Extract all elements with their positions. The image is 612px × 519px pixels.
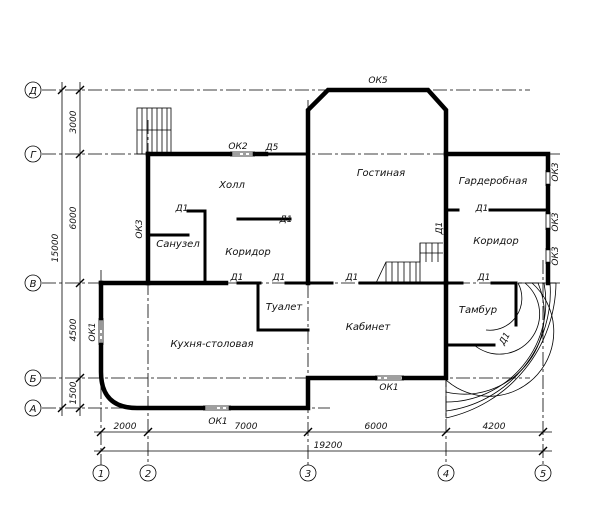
door-d1-hall-label: Д1 (279, 215, 293, 225)
window-ok2-label: ОК2 (228, 142, 247, 152)
window-ok3-corridor-a-label: ОК3 (551, 212, 561, 231)
door-d1-living-label: Д1 (435, 222, 445, 236)
room-hall-label: Холл (218, 180, 245, 191)
room-wardrobe-label: Гардеробная (459, 175, 527, 187)
window-ok1-left-label: ОК1 (88, 322, 98, 341)
axis-markers-letters: Д Г В Б А (24, 81, 42, 417)
dim-left-3000: 3000 (69, 110, 79, 133)
axis-markers-numbers: 1 2 3 4 5 (92, 464, 552, 482)
window-ok3-bathroom-label: ОК3 (135, 219, 145, 238)
window-ok1-study-label: ОК1 (379, 383, 398, 393)
interior-stairs (375, 242, 443, 284)
door-tags: Д5 Д1 Д1 Д1 Д1 Д1 Д1 Д1 Д1 Д1 (175, 143, 513, 348)
interior-walls (146, 152, 550, 347)
room-toilet-label: Туалет (266, 302, 304, 313)
room-corridor-left-label: Коридор (225, 247, 270, 258)
door-d1-study-label: Д1 (345, 273, 359, 283)
exterior-stairs (136, 107, 172, 155)
exterior-walls (98, 87, 551, 411)
axis-label-3: 3 (305, 469, 311, 480)
room-labels: Холл Гостиная Гардеробная Санузел Коридо… (156, 168, 527, 350)
axis-label-5: 5 (540, 469, 546, 480)
dim-bottom-6000: 6000 (365, 422, 388, 432)
dim-left-4500: 4500 (69, 318, 79, 341)
axis-label-d: Д (28, 86, 37, 97)
porch-steps (445, 282, 557, 419)
bottom-dimensions: 2000 7000 6000 4200 19200 (94, 422, 552, 456)
dim-left-6000: 6000 (69, 206, 79, 229)
door-d1-corridor-label: Д1 (477, 273, 491, 283)
axis-label-a: А (29, 404, 37, 415)
axis-label-g: Г (30, 150, 37, 161)
dim-bottom-total: 19200 (314, 441, 343, 451)
axis-label-1: 1 (98, 469, 104, 480)
door-d1-toilet-a-label: Д1 (230, 273, 244, 283)
window-ok1-bottom-label: ОК1 (208, 417, 227, 427)
door-d1-toilet-b-label: Д1 (272, 273, 286, 283)
door-d1-wardrobe-label: Д1 (475, 204, 489, 214)
room-corridor-right-label: Коридор (473, 236, 518, 247)
axis-label-2: 2 (145, 469, 151, 480)
dim-bottom-2000: 2000 (114, 422, 137, 432)
room-vestibule-label: Тамбур (459, 304, 497, 316)
room-kitchen-label: Кухня-столовая (170, 339, 253, 350)
room-bathroom-label: Санузел (156, 239, 200, 250)
dim-bottom-4200: 4200 (483, 422, 506, 432)
axis-label-v: В (30, 279, 37, 290)
room-living-label: Гостиная (357, 168, 405, 179)
dim-left-total: 15000 (51, 233, 61, 262)
room-study-label: Кабинет (346, 321, 392, 333)
window-openings (98, 151, 551, 411)
door-d1-bath-label: Д1 (175, 204, 189, 214)
door-d1-vestibule-label: Д1 (497, 331, 513, 348)
dim-left-1500: 1500 (69, 381, 79, 404)
axis-label-b: Б (30, 374, 37, 385)
dim-bottom-7000: 7000 (235, 422, 258, 432)
window-ok3-corridor-b-label: ОК3 (551, 246, 561, 265)
left-dimensions: 3000 6000 4500 1500 15000 (51, 82, 85, 416)
window-ok3-wardrobe-label: ОК3 (551, 162, 561, 181)
window-tags: ОК5 ОК2 ОК3 ОК3 ОК3 ОК3 ОК1 ОК1 ОК1 (88, 76, 561, 427)
window-ok5-label: ОК5 (368, 76, 387, 86)
axis-label-4: 4 (443, 469, 449, 480)
door-d5-label: Д5 (265, 143, 279, 153)
